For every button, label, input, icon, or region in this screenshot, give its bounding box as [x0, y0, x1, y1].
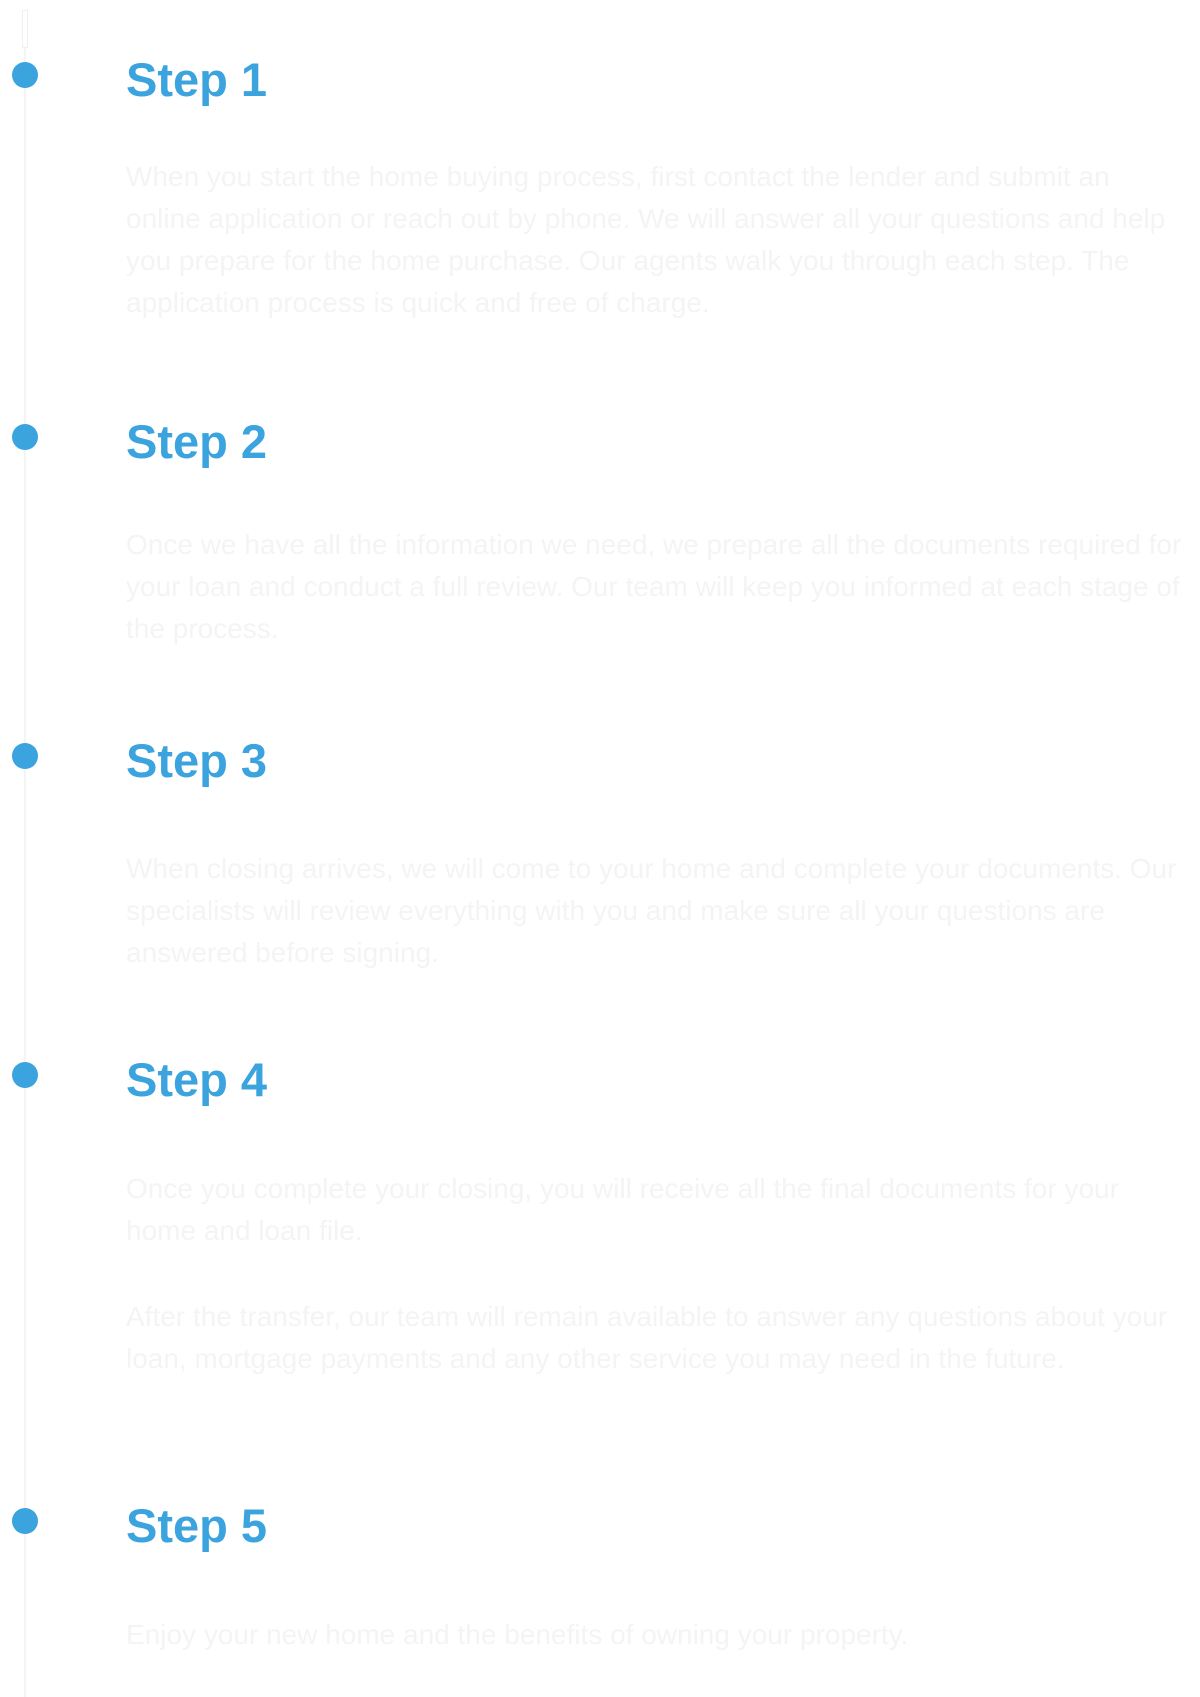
step-description: When you start the home buying process, …	[126, 161, 1166, 318]
step-description: Once you complete your closing, you will…	[126, 1173, 1119, 1246]
step-description: Once we have all the information we need…	[126, 529, 1182, 644]
step-title: Step 3	[126, 734, 268, 787]
timeline-dot-icon	[12, 1508, 38, 1534]
timeline-dot-icon	[12, 743, 38, 769]
timeline-track	[24, 10, 26, 1697]
step-title: Step 5	[126, 1499, 268, 1552]
step-description: When closing arrives, we will come to yo…	[126, 853, 1177, 968]
timeline-scroll-handle[interactable]	[22, 10, 28, 48]
timeline-dot-icon	[12, 1062, 38, 1088]
step-title: Step 2	[126, 415, 268, 468]
step-description: Enjoy your new home and the benefits of …	[126, 1619, 909, 1650]
step-description: After the transfer, our team will remain…	[126, 1301, 1168, 1374]
timeline-dot-icon	[12, 62, 38, 88]
step-title: Step 4	[126, 1053, 268, 1106]
step-title: Step 1	[126, 53, 268, 106]
timeline-dot-icon	[12, 424, 38, 450]
